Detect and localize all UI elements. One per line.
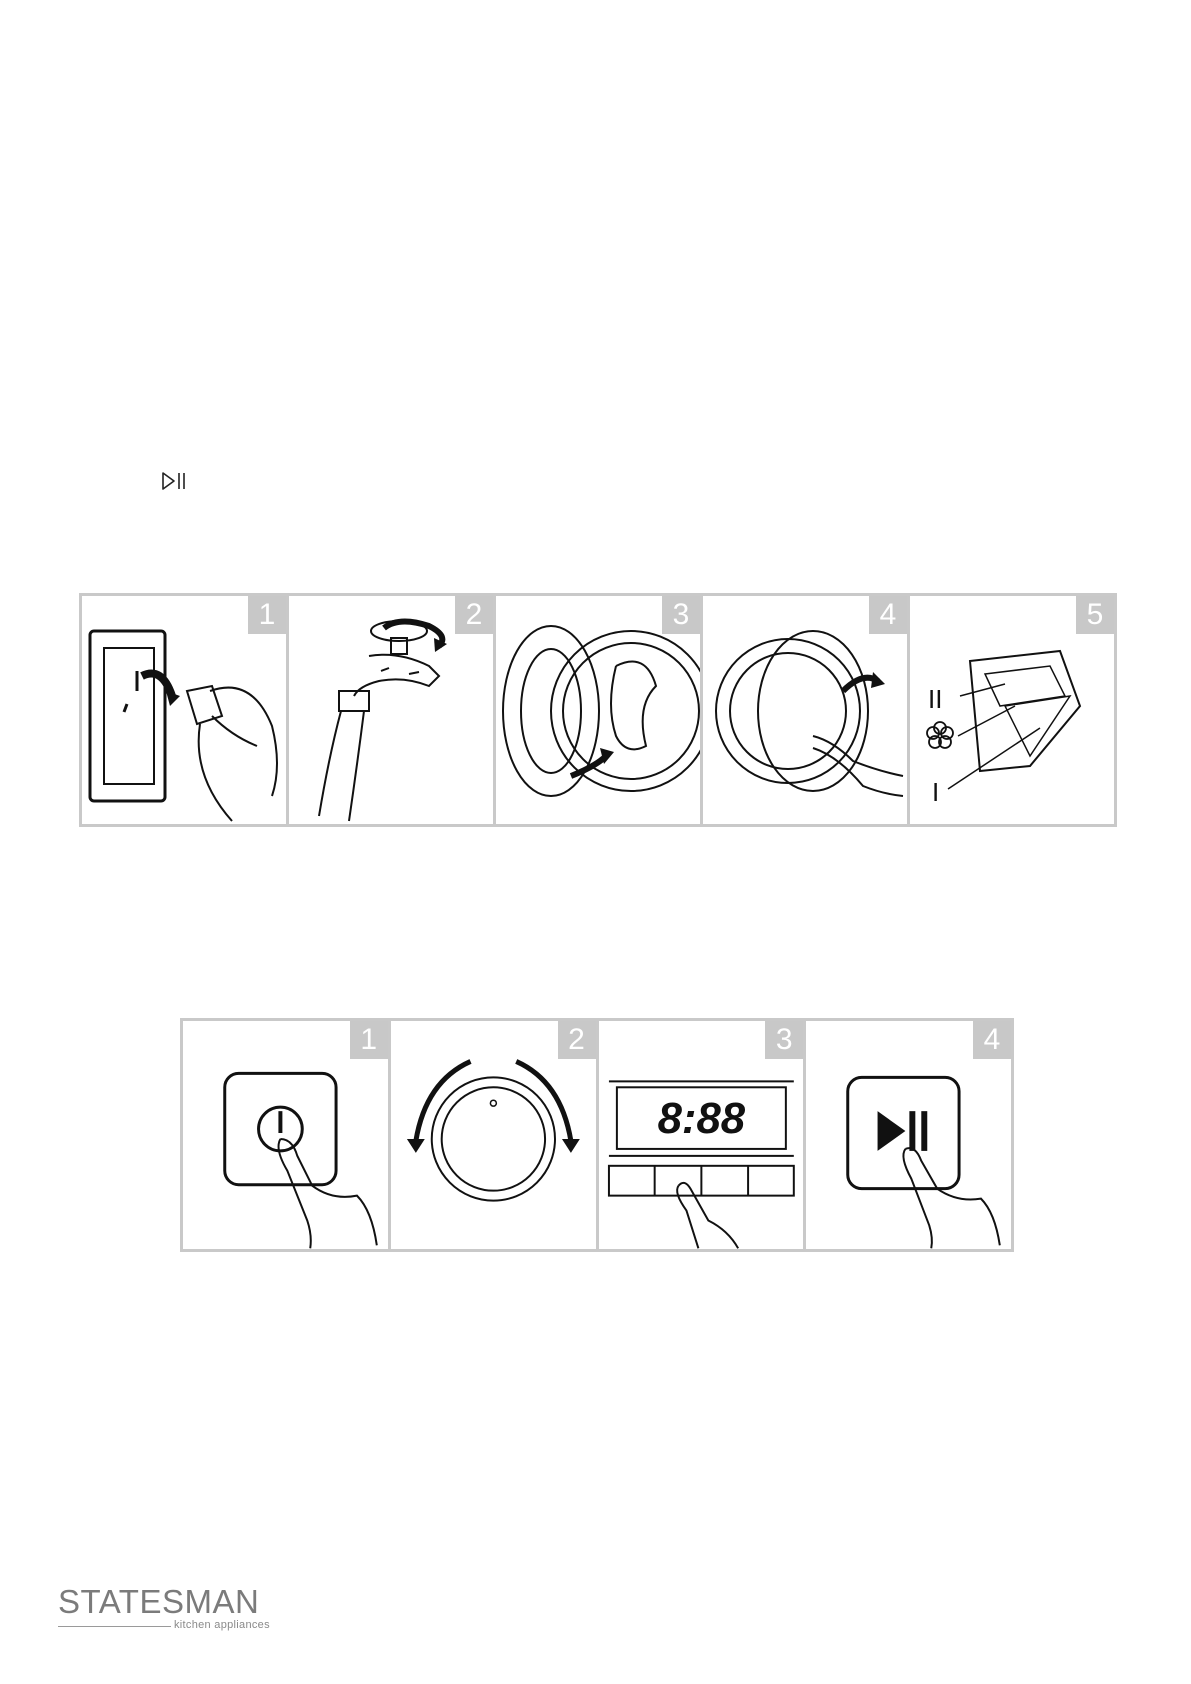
prep-step-5: II I 5 xyxy=(910,596,1114,824)
prep-step-2: 2 xyxy=(289,596,496,824)
prep-step-4: 4 xyxy=(703,596,910,824)
softener-flower-icon xyxy=(927,722,953,748)
preparation-steps-strip: 1 2 3 xyxy=(79,593,1117,827)
operate-step-2: 2 xyxy=(391,1021,599,1249)
prewash-label: I xyxy=(932,777,939,807)
step-number: 2 xyxy=(455,596,493,634)
start-pause-icon xyxy=(160,470,190,492)
step-number: 5 xyxy=(1076,596,1114,634)
step-number: 3 xyxy=(765,1021,803,1059)
operate-step-1: 1 xyxy=(183,1021,391,1249)
step-number: 2 xyxy=(558,1021,596,1059)
operate-step-4: 4 xyxy=(806,1021,1011,1249)
step-number: 1 xyxy=(248,596,286,634)
operation-steps-strip: 1 2 8:88 3 xyxy=(180,1018,1014,1252)
prep-step-1: 1 xyxy=(82,596,289,824)
operate-step-3: 8:88 3 xyxy=(599,1021,807,1249)
brand-tagline: kitchen appliances xyxy=(174,1619,270,1631)
step-number: 4 xyxy=(973,1021,1011,1059)
step-number: 3 xyxy=(662,596,700,634)
prep-step-3: 3 xyxy=(496,596,703,824)
step-number: 1 xyxy=(350,1021,388,1059)
main-wash-label: II xyxy=(928,684,942,714)
logo-divider xyxy=(58,1626,171,1627)
brand-logo: STATESMAN kitchen appliances xyxy=(58,1584,278,1634)
display-readout: 8:88 xyxy=(657,1094,745,1143)
step-number: 4 xyxy=(869,596,907,634)
brand-name: STATESMAN xyxy=(58,1584,259,1620)
